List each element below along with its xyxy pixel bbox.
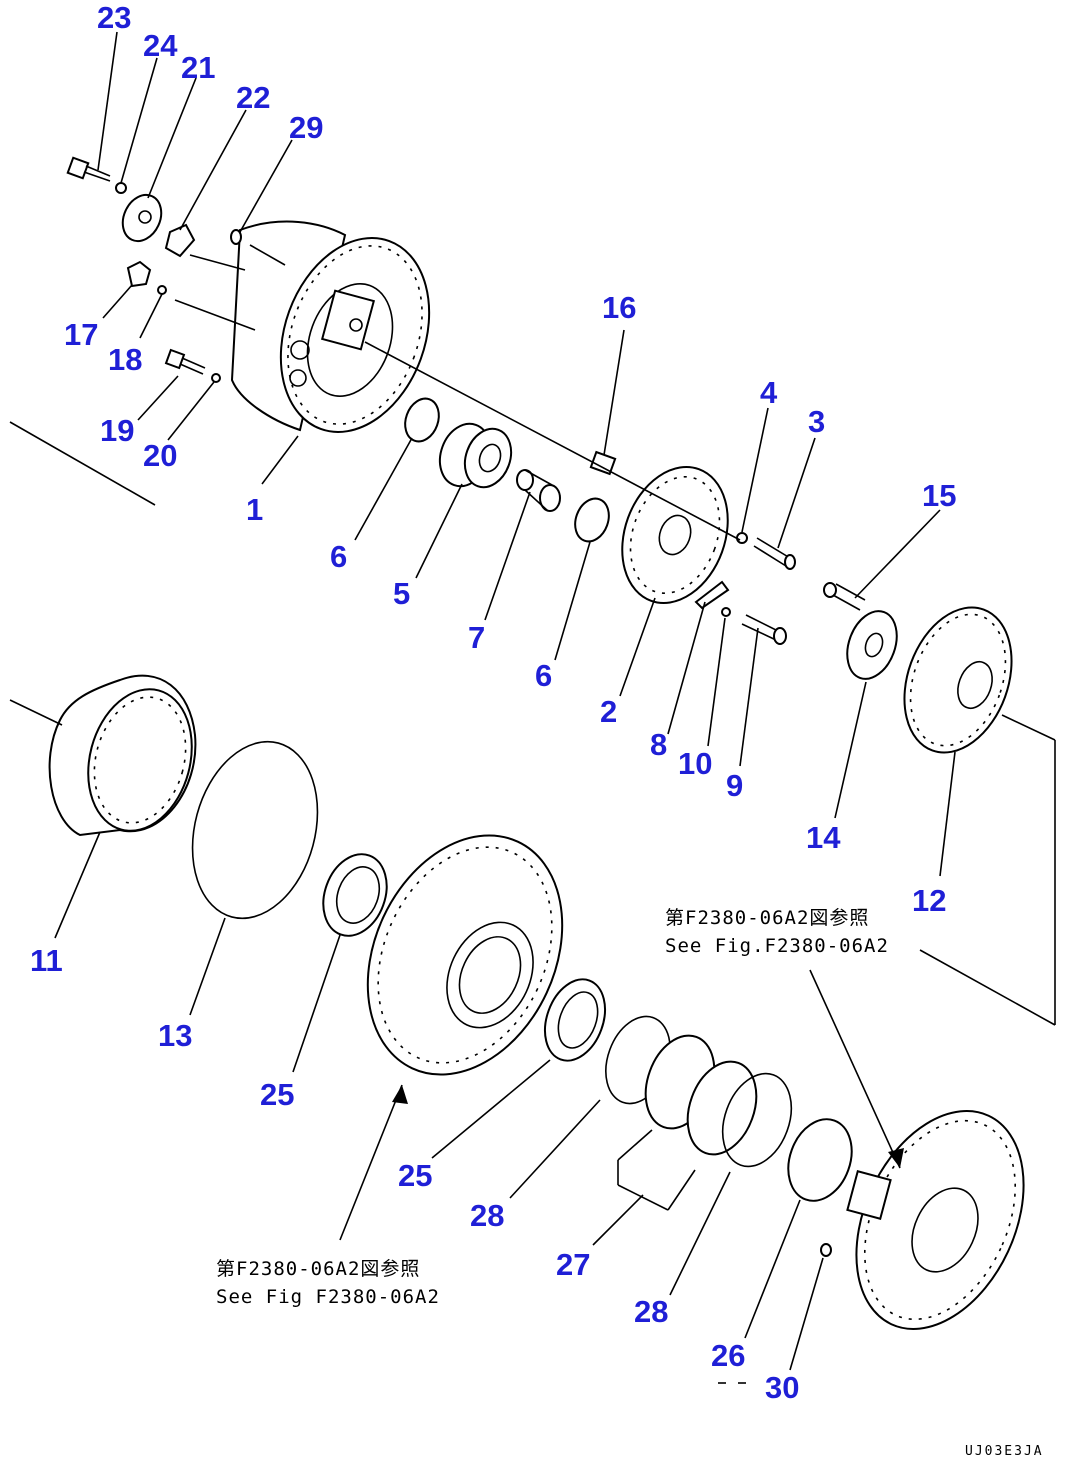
callout-2: 2 bbox=[600, 694, 617, 729]
part-14-plate bbox=[846, 610, 898, 680]
part-21-plate bbox=[121, 193, 163, 243]
callout-9: 9 bbox=[726, 768, 743, 803]
callout-24: 24 bbox=[143, 28, 178, 63]
part-4-washer bbox=[736, 532, 748, 544]
reference-arrow-left bbox=[392, 1085, 408, 1104]
part-6-bearing-lower bbox=[574, 497, 610, 543]
part-1-housing bbox=[230, 220, 431, 433]
drawing-code: UJ03E3JA bbox=[965, 1444, 1044, 1459]
callout-22: 22 bbox=[236, 80, 270, 115]
reference-arrow-right bbox=[888, 1148, 904, 1168]
part-lower-hub-assembly bbox=[846, 1110, 1025, 1330]
reference-note-lower-line2: See Fig F2380-06A2 bbox=[216, 1286, 440, 1308]
part-23-bolt bbox=[66, 156, 111, 182]
assembly-lines bbox=[9, 244, 1056, 1211]
callout-19: 19 bbox=[100, 413, 134, 448]
callout-7: 7 bbox=[468, 620, 485, 655]
leader-lines bbox=[54, 31, 956, 1371]
part-8-lock bbox=[694, 580, 730, 610]
callout-25-right: 25 bbox=[398, 1158, 432, 1193]
callout-20: 20 bbox=[143, 438, 177, 473]
part-19-bolt bbox=[164, 348, 206, 375]
part-12-gear bbox=[903, 606, 1013, 754]
part-7-shaft bbox=[516, 469, 561, 512]
callout-8: 8 bbox=[650, 727, 667, 762]
part-15-bolt bbox=[823, 582, 866, 611]
part-2-carrier bbox=[621, 466, 729, 604]
callout-30: 30 bbox=[765, 1370, 799, 1405]
part-26-ring bbox=[787, 1118, 853, 1202]
part-3-bolt bbox=[753, 537, 796, 570]
callout-28-a: 28 bbox=[470, 1198, 504, 1233]
callout-15: 15 bbox=[922, 478, 956, 513]
reference-note-upper-line1: 第F2380-06A2図参照 bbox=[665, 907, 869, 929]
part-30-pin bbox=[820, 1243, 832, 1257]
callout-23: 23 bbox=[97, 0, 131, 35]
callout-6-lower: 6 bbox=[535, 658, 552, 693]
part-17-nut bbox=[126, 260, 152, 288]
part-24-washer bbox=[115, 182, 127, 194]
part-13-snap-ring bbox=[191, 740, 319, 920]
callout-3: 3 bbox=[808, 404, 825, 439]
callout-6-upper: 6 bbox=[330, 539, 347, 574]
callout-1: 1 bbox=[246, 492, 263, 527]
part-10-washer bbox=[721, 607, 731, 617]
callout-27: 27 bbox=[556, 1247, 590, 1282]
callout-18: 18 bbox=[108, 342, 142, 377]
part-6-bearing-upper bbox=[404, 397, 440, 443]
callout-4: 4 bbox=[760, 375, 778, 410]
callout-17: 17 bbox=[64, 317, 98, 352]
callout-21: 21 bbox=[181, 50, 215, 85]
reference-note-upper: 第F2380-06A2図参照 See Fig.F2380-06A2 bbox=[665, 907, 889, 957]
part-29-pin bbox=[230, 229, 242, 245]
callout-29: 29 bbox=[289, 110, 323, 145]
callout-10: 10 bbox=[678, 746, 712, 781]
callout-16: 16 bbox=[602, 290, 636, 325]
callout-12: 12 bbox=[912, 883, 946, 918]
reference-note-lower-line1: 第F2380-06A2図参照 bbox=[216, 1258, 420, 1280]
callout-11: 11 bbox=[30, 943, 63, 978]
callout-labels: 23 24 21 22 29 17 18 19 20 1 16 4 3 6 5 … bbox=[30, 0, 956, 1405]
part-27-seal-right bbox=[686, 1060, 758, 1156]
callout-5: 5 bbox=[393, 576, 410, 611]
callout-25-left: 25 bbox=[260, 1077, 294, 1112]
part-16-pin bbox=[589, 450, 617, 476]
part-18-washer bbox=[157, 285, 167, 295]
part-20-washer bbox=[211, 373, 221, 383]
part-25-bearing-left bbox=[322, 853, 388, 937]
part-11-ring-gear bbox=[48, 674, 197, 837]
callout-13: 13 bbox=[158, 1018, 192, 1053]
part-center-flange bbox=[366, 834, 564, 1076]
callout-26: 26 bbox=[711, 1338, 745, 1373]
reference-note-lower: 第F2380-06A2図参照 See Fig F2380-06A2 bbox=[216, 1258, 440, 1308]
callout-28-b: 28 bbox=[634, 1294, 668, 1329]
part-9-bolt bbox=[741, 614, 787, 645]
callout-14: 14 bbox=[806, 820, 841, 855]
part-22-plug bbox=[164, 223, 196, 258]
reference-note-upper-line2: See Fig.F2380-06A2 bbox=[665, 935, 889, 957]
part-25-bearing-right bbox=[544, 978, 606, 1062]
part-28-seal-b bbox=[721, 1072, 793, 1168]
part-5-gear bbox=[438, 422, 513, 489]
